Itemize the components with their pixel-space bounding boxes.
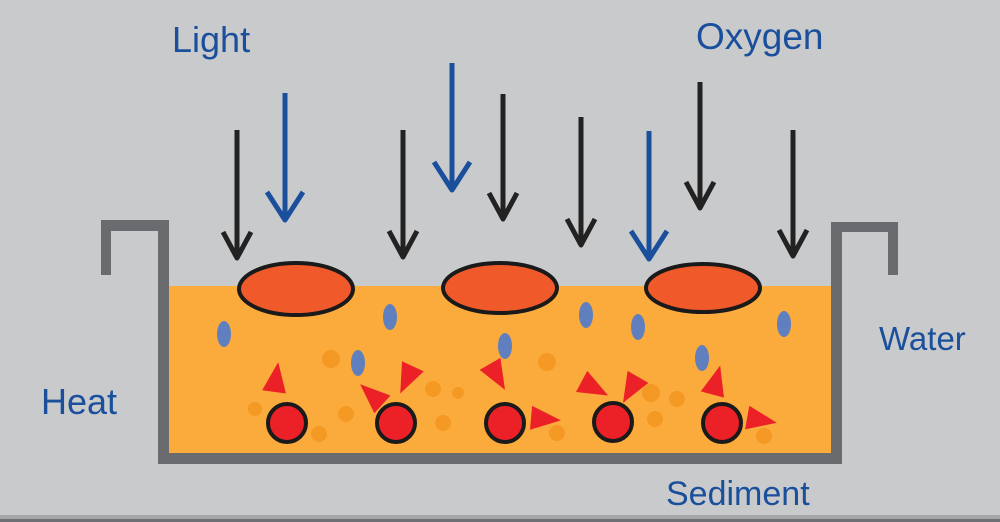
tank-wall — [888, 222, 898, 275]
tank-wall — [831, 222, 842, 464]
tank-wall — [158, 453, 842, 464]
sediment-particle — [425, 381, 441, 397]
sediment-particle — [756, 428, 772, 444]
light-arrow-head — [776, 228, 810, 259]
microbe-triangle — [530, 405, 561, 430]
label-heat: Heat — [41, 381, 118, 422]
oxygen-arrow-head — [431, 160, 473, 193]
oxygen-arrow-head — [628, 229, 670, 262]
sediment-particle — [647, 411, 663, 427]
microbe-cell — [592, 401, 634, 443]
microbe-triangle — [262, 362, 286, 394]
label-sediment: Sediment — [666, 475, 810, 513]
sediment-particle — [669, 391, 685, 407]
oxygen-bubble — [351, 350, 365, 376]
bottom-border-strip — [0, 515, 1000, 519]
oxygen-bubble — [777, 311, 791, 337]
oxygen-bubble — [217, 321, 231, 347]
microbe-cell — [484, 402, 526, 444]
oxygen-bubble — [579, 302, 593, 328]
label-water: Water — [879, 320, 966, 357]
surface-mat-ellipse — [644, 262, 762, 314]
oxygen-arrow-head — [264, 190, 306, 223]
oxygen-bubble — [695, 345, 709, 371]
tank-wall — [831, 222, 898, 232]
label-oxygen: Oxygen — [696, 16, 824, 57]
light-arrow-head — [683, 180, 717, 211]
microbe-triangle — [479, 357, 505, 390]
microbe-triangle — [360, 384, 391, 414]
microbe-triangle — [576, 370, 609, 396]
tank-wall — [101, 220, 169, 231]
sediment-particle — [452, 387, 464, 399]
microbe-triangle — [623, 370, 649, 403]
surface-mat-ellipse — [237, 261, 355, 317]
tank-wall — [158, 220, 169, 464]
sediment-particle — [549, 425, 565, 441]
sediment-particle — [538, 353, 556, 371]
sediment-particle — [322, 350, 340, 368]
oxygen-bubble — [631, 314, 645, 340]
oxygen-bubble — [383, 304, 397, 330]
microbe-cell — [266, 402, 308, 444]
microbe-cell — [701, 402, 743, 444]
oxygen-bubble — [498, 333, 512, 359]
microbe-triangle — [700, 365, 724, 398]
light-arrow-head — [220, 230, 254, 261]
tank-wall — [101, 220, 111, 275]
microbe-cell — [375, 402, 417, 444]
light-arrow-head — [486, 191, 520, 222]
surface-mat-ellipse — [441, 261, 559, 315]
microbe-triangle — [745, 405, 777, 430]
bottom-border-strip — [0, 519, 1000, 522]
label-light: Light — [172, 19, 251, 60]
sediment-particle — [311, 426, 327, 442]
sediment-particle — [435, 415, 451, 431]
sediment-particle — [338, 406, 354, 422]
light-arrow-head — [386, 229, 420, 260]
sediment-particle — [248, 402, 262, 416]
sediment-particle — [642, 384, 660, 402]
microbe-triangle — [400, 361, 424, 394]
light-arrow-head — [564, 217, 598, 248]
